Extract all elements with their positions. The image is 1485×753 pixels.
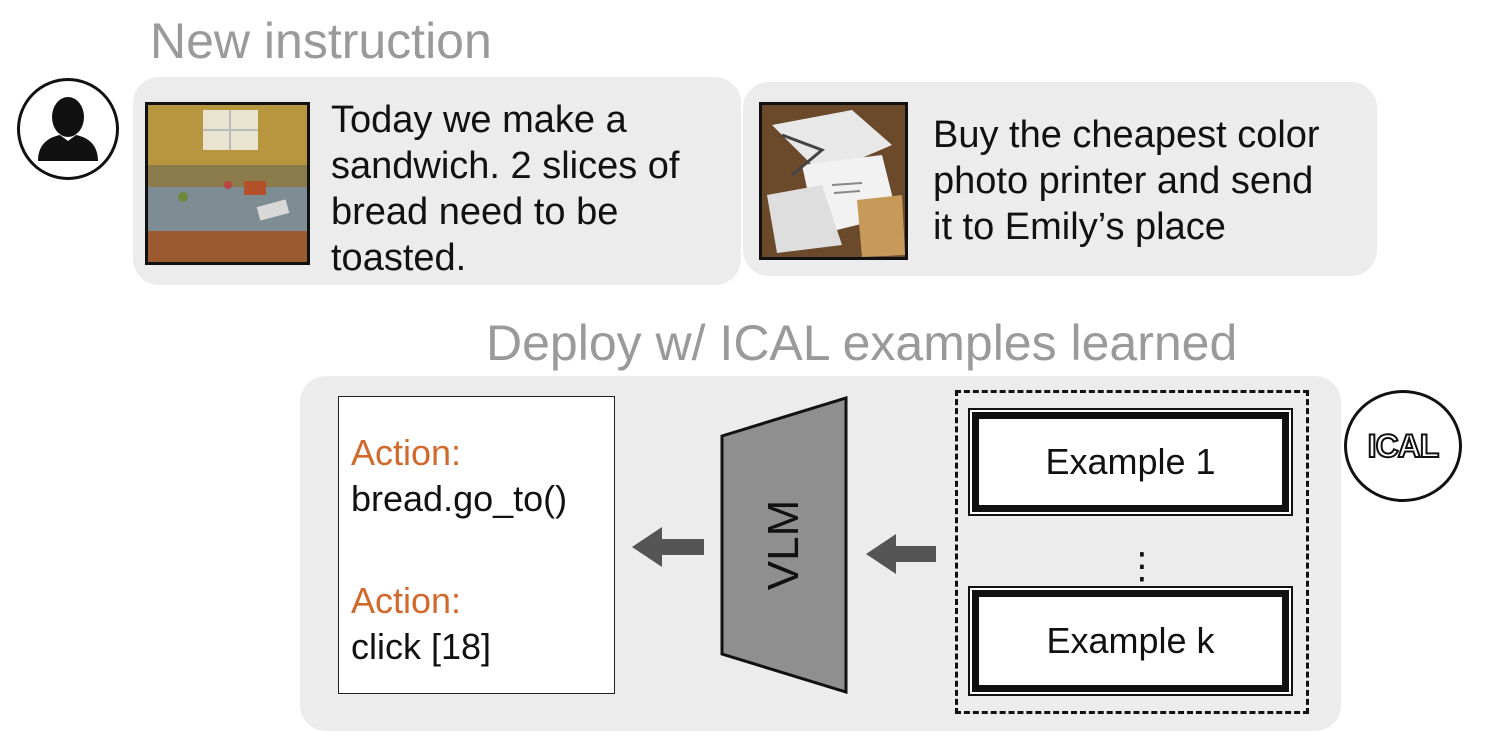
vlm-model: VLM	[718, 396, 850, 694]
deploy-heading: Deploy w/ ICAL examples learned	[486, 315, 1238, 371]
example-card: Example 1	[972, 412, 1289, 512]
left-arrow-icon	[632, 527, 704, 567]
instruction-card-kitchen: Today we make a sandwich. 2 slices of br…	[133, 77, 741, 285]
instruction-text-printer: Buy the cheapest color photo printer and…	[933, 112, 1373, 250]
instruction-line: toasted.	[331, 237, 467, 279]
ical-badge-icon: ICAL	[1344, 390, 1462, 502]
action-code: bread.go_to()	[351, 478, 568, 519]
instruction-line: photo printer and send	[933, 160, 1314, 202]
action-output-box: Action: bread.go_to() Action: click [18]	[338, 396, 615, 694]
printer-papers-image	[759, 102, 908, 260]
new-instruction-heading: New instruction	[150, 13, 492, 69]
action-label: Action:	[351, 580, 462, 621]
examples-container	[955, 390, 1309, 714]
ellipsis-icon: ⋮	[1124, 545, 1160, 586]
example-label: Example k	[1046, 620, 1215, 661]
instruction-line: sandwich. 2 slices of	[331, 145, 680, 187]
left-arrow-icon	[866, 534, 936, 574]
instruction-line: Buy the cheapest color	[933, 114, 1320, 156]
vlm-label: VLM	[759, 499, 808, 591]
user-avatar-icon	[17, 78, 119, 180]
instruction-line: it to Emily’s place	[933, 206, 1226, 248]
instruction-text-kitchen: Today we make a sandwich. 2 slices of br…	[331, 97, 731, 281]
instruction-card-printer: Buy the cheapest color photo printer and…	[743, 82, 1377, 276]
example-card: Example k	[972, 590, 1289, 692]
action-code: click [18]	[351, 626, 492, 667]
action-label: Action:	[351, 432, 462, 473]
instruction-line: Today we make a	[331, 99, 627, 141]
instruction-line: bread need to be	[331, 191, 619, 233]
example-label: Example 1	[1045, 441, 1216, 482]
ical-badge-text: ICAL	[1367, 427, 1441, 465]
kitchen-scene-image	[145, 102, 310, 265]
